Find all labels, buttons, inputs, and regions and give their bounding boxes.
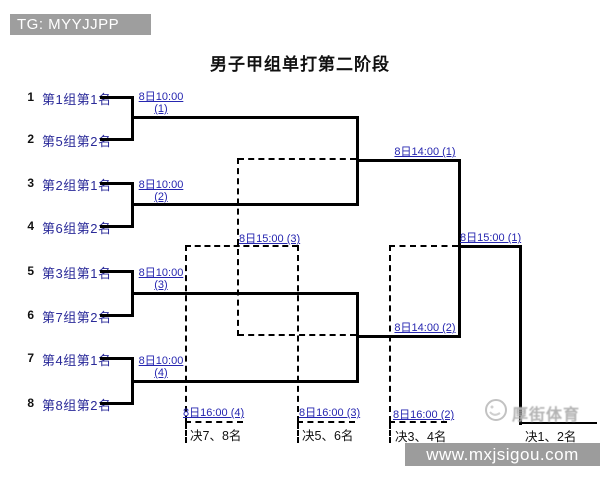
seed-number: 3 xyxy=(27,176,34,190)
match-link-final[interactable]: 8日15:00 (1) xyxy=(460,232,522,244)
match-link-qf4[interactable]: 8日10:00 (4) xyxy=(137,355,185,379)
match-link-sf1[interactable]: 8日14:00 (1) xyxy=(394,146,456,158)
loser-line xyxy=(297,423,299,443)
match-time: 8日10:00 xyxy=(138,91,184,103)
bracket-line xyxy=(131,203,359,206)
bracket-line xyxy=(131,292,359,295)
match-time: 8日10:00 xyxy=(138,267,184,279)
watermark-url: www.mxjsigou.com xyxy=(405,443,600,466)
bracket-line xyxy=(100,138,134,141)
page-title: 男子甲组单打第二阶段 xyxy=(210,55,390,74)
player-name: 第3组第1名 xyxy=(42,266,112,281)
bracket-line xyxy=(131,116,359,119)
loser-line xyxy=(185,421,243,423)
match-link-qf1[interactable]: 8日10:00 (1) xyxy=(137,91,185,115)
loser-line xyxy=(297,421,355,423)
seed-number: 2 xyxy=(27,132,34,146)
player-name: 第1组第1名 xyxy=(42,92,112,107)
bracket-line xyxy=(356,159,461,162)
bracket-line xyxy=(100,225,134,228)
bracket-line xyxy=(100,96,134,99)
match-link-place-5-6[interactable]: 8日16:00 (3) xyxy=(299,407,361,419)
match-number: (3) xyxy=(154,279,168,291)
rank-label-5-6: 决5、6名 xyxy=(302,429,354,443)
seed-number: 4 xyxy=(27,219,34,233)
seed-number: 8 xyxy=(27,396,34,410)
loser-line xyxy=(297,245,299,422)
player-name: 第5组第2名 xyxy=(42,134,112,149)
bracket-line xyxy=(100,182,134,185)
loser-line xyxy=(237,158,239,336)
bracket-line xyxy=(100,270,134,273)
match-link-consolation-semi[interactable]: 8日15:00 (3) xyxy=(239,233,301,245)
bracket-line xyxy=(458,245,522,248)
seed-number: 7 xyxy=(27,351,34,365)
watermark-logo-text: 厚街体育 xyxy=(512,407,581,424)
match-link-qf3[interactable]: 8日10:00 (3) xyxy=(137,267,185,291)
tg-watermark-badge: TG: MYYJJPP xyxy=(10,14,151,35)
match-time: 8日10:00 xyxy=(138,355,184,367)
match-number: (1) xyxy=(154,103,168,115)
rank-label-1-2: 决1、2名 xyxy=(525,430,577,444)
loser-line xyxy=(185,423,187,443)
rank-label-3-4: 决3、4名 xyxy=(395,430,447,444)
seed-number: 1 xyxy=(27,90,34,104)
player-name: 第6组第2名 xyxy=(42,221,112,236)
match-link-sf2[interactable]: 8日14:00 (2) xyxy=(394,322,456,334)
bracket-line xyxy=(519,422,597,424)
loser-line xyxy=(185,245,298,247)
match-number: (4) xyxy=(154,367,168,379)
loser-line xyxy=(185,245,187,422)
bracket-line xyxy=(100,357,134,360)
rank-label-7-8: 决7、8名 xyxy=(190,429,242,443)
player-name: 第2组第1名 xyxy=(42,178,112,193)
loser-line xyxy=(389,423,391,443)
match-time: 8日10:00 xyxy=(138,179,184,191)
match-link-qf2[interactable]: 8日10:00 (2) xyxy=(137,179,185,203)
loser-line xyxy=(389,245,458,247)
match-number: (2) xyxy=(154,191,168,203)
bracket-line xyxy=(131,380,359,383)
watermark-logo-icon xyxy=(484,398,508,422)
seed-number: 6 xyxy=(27,308,34,322)
bracket-line xyxy=(100,314,134,317)
player-name: 第4组第1名 xyxy=(42,353,112,368)
bracket-line xyxy=(519,245,522,425)
bracket-line xyxy=(458,159,461,338)
loser-line xyxy=(389,245,391,422)
loser-line xyxy=(238,158,356,160)
match-link-place-3-4[interactable]: 8日16:00 (2) xyxy=(393,409,455,421)
seed-number: 5 xyxy=(27,264,34,278)
match-link-place-7-8[interactable]: 8日16:00 (4) xyxy=(183,407,245,419)
bracket-line xyxy=(356,335,461,338)
bracket-line xyxy=(100,402,134,405)
loser-line xyxy=(389,421,447,423)
player-name: 第8组第2名 xyxy=(42,398,112,413)
player-name: 第7组第2名 xyxy=(42,310,112,325)
